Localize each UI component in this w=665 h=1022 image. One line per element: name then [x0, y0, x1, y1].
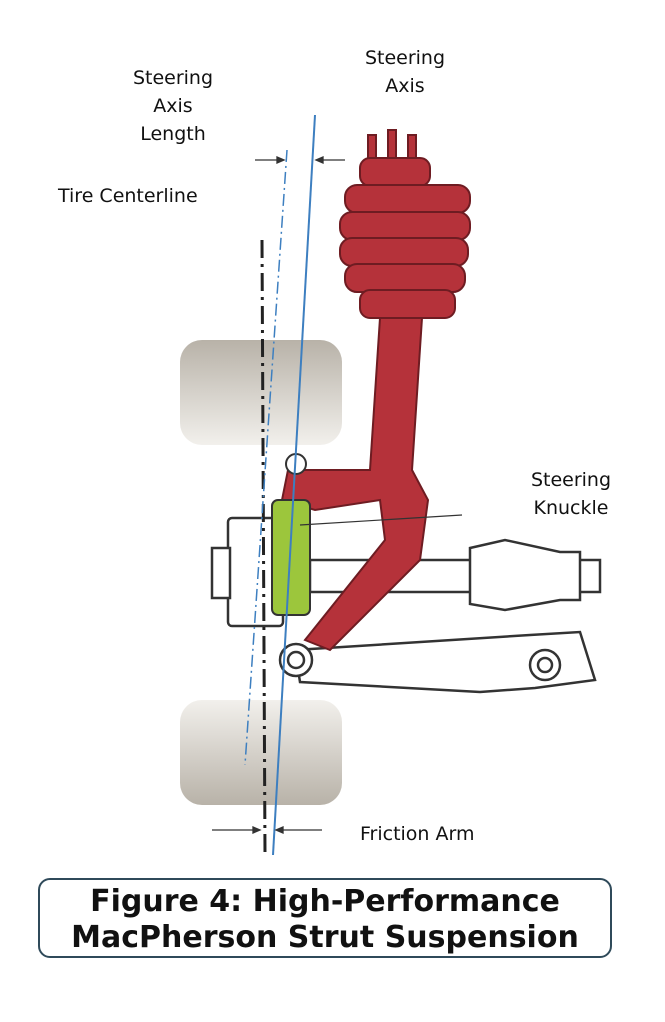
tire-centerline — [260, 239, 267, 856]
label-steering-axis: Steering Axis — [364, 47, 446, 97]
label-steering-knuckle: Steering Knuckle — [530, 469, 612, 519]
label-friction-arm: Friction Arm — [360, 823, 475, 845]
steering-axis-length-line — [244, 149, 288, 766]
caption-line-2: MacPherson Strut Suspension — [71, 920, 579, 955]
steering-axis-line — [272, 114, 316, 856]
knuckle-leader-line — [299, 514, 463, 526]
strut — [280, 129, 471, 652]
label-tire-centerline: Tire Centerline — [58, 185, 198, 207]
dimension-arrows-top — [255, 156, 345, 164]
caption-line-1: Figure 4: High-Performance — [90, 884, 560, 919]
figure-caption: Figure 4: High-Performance MacPherson St… — [38, 878, 612, 958]
tire-upper — [180, 340, 342, 445]
lower-control-arm — [278, 630, 597, 694]
label-steering-axis-length: Steering Axis Length — [132, 67, 214, 145]
tire-lower — [180, 700, 342, 805]
dimension-arrows-bottom — [212, 826, 322, 834]
